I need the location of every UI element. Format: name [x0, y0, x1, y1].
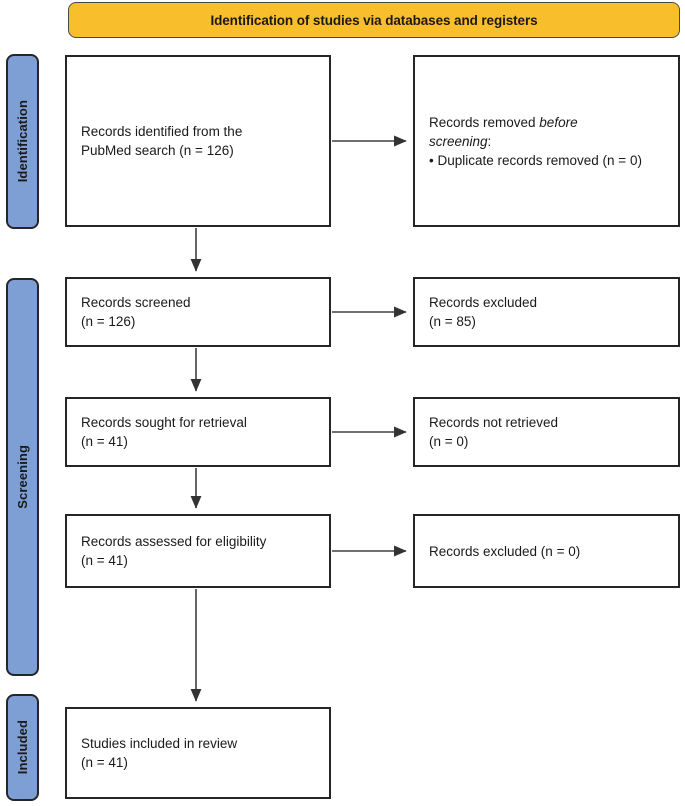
box-records-sought-for-retrieval: Records sought for retrieval (n = 41) — [65, 397, 331, 467]
box-records-removed-bullet-1: Duplicate records removed (n = 0) — [429, 151, 664, 170]
box-records-removed-line1-italic: before — [539, 114, 578, 130]
box-studies-included-in-review: Studies included in review (n = 41) — [65, 707, 331, 799]
box-records-excluded-screening-line1: Records excluded — [429, 295, 538, 310]
diagram-header-banner: Identification of studies via databases … — [68, 2, 680, 38]
box-records-removed-line2: screening: — [429, 132, 664, 151]
box-records-removed-line2-suffix: : — [487, 133, 492, 149]
box-records-removed-line1: Records removed before — [429, 113, 664, 132]
box-records-sought-line2: (n = 41) — [81, 434, 128, 449]
box-records-excluded-screening: Records excluded (n = 85) — [413, 277, 680, 347]
box-records-not-retrieved-line1: Records not retrieved — [429, 415, 559, 430]
box-studies-included-line2: (n = 41) — [81, 755, 128, 770]
box-records-sought-line1: Records sought for retrieval — [81, 415, 247, 430]
box-records-screened-line2: (n = 126) — [81, 314, 136, 329]
box-records-screened-line1: Records screened — [81, 295, 191, 310]
box-records-identified: Records identified from the PubMed searc… — [65, 55, 331, 227]
stage-bar-included: Included — [6, 694, 39, 801]
box-records-identified-line2: PubMed search (n = 126) — [81, 143, 234, 158]
stage-bar-identification: Identification — [6, 54, 39, 229]
box-records-removed-before-screening: Records removed before screening: Duplic… — [413, 55, 680, 227]
box-records-not-retrieved: Records not retrieved (n = 0) — [413, 397, 680, 467]
box-records-removed-line1-prefix: Records removed — [429, 114, 540, 130]
box-records-identified-line1: Records identified from the — [81, 124, 243, 139]
box-studies-included-line1: Studies included in review — [81, 736, 238, 751]
box-records-excluded-screening-line2: (n = 85) — [429, 314, 476, 329]
diagram-header-title: Identification of studies via databases … — [210, 12, 538, 28]
stage-bar-included-label: Included — [15, 720, 30, 775]
box-records-removed-line2-italic: screening — [429, 133, 488, 149]
box-records-excluded-eligibility-line1: Records excluded (n = 0) — [429, 543, 581, 559]
stage-bar-screening: Screening — [6, 278, 39, 676]
box-records-assessed-line2: (n = 41) — [81, 553, 128, 568]
stage-bar-screening-label: Screening — [15, 445, 30, 509]
box-records-screened: Records screened (n = 126) — [65, 277, 331, 347]
stage-bar-identification-label: Identification — [15, 100, 30, 183]
box-records-excluded-eligibility: Records excluded (n = 0) — [413, 514, 680, 588]
box-records-assessed-line1: Records assessed for eligibility — [81, 534, 267, 549]
box-records-assessed-for-eligibility: Records assessed for eligibility (n = 41… — [65, 514, 331, 588]
box-records-not-retrieved-line2: (n = 0) — [429, 434, 469, 449]
